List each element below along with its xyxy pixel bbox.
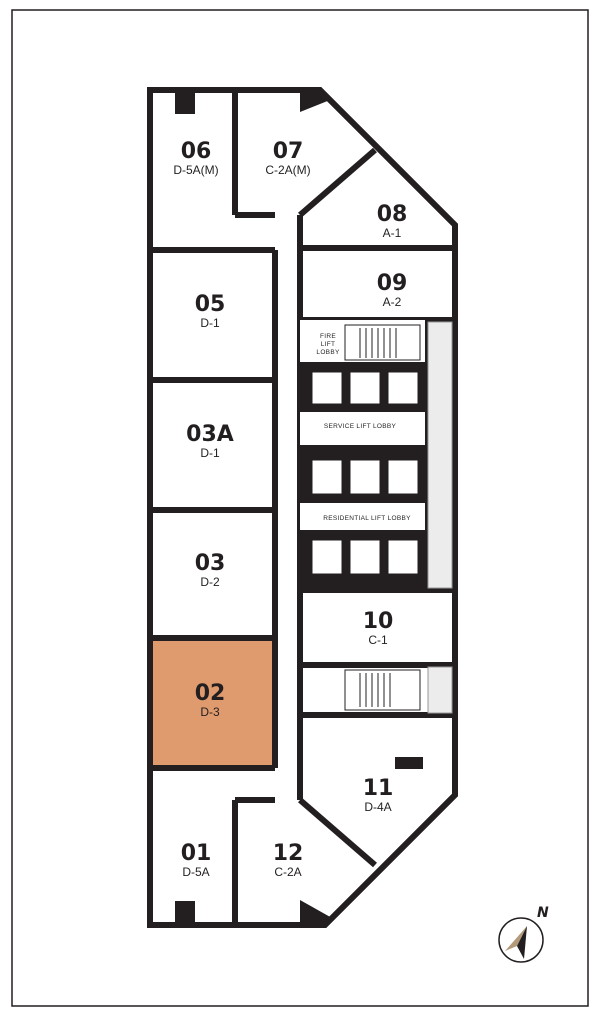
unit-06[interactable] <box>150 90 235 248</box>
fire-lift-lobby-label-2: LIFT <box>321 341 336 348</box>
unit-03a[interactable] <box>150 382 275 508</box>
unit-11-number: 11 <box>363 776 394 801</box>
residential-lift-lobby-label: RESIDENTIAL LIFT LOBBY <box>323 515 411 522</box>
unit-12[interactable] <box>235 800 375 925</box>
unit-01[interactable] <box>150 770 235 925</box>
frame-border <box>11 9 589 1007</box>
unit-07-type: C-2A(M) <box>265 163 310 177</box>
unit-12-type: C-2A <box>274 865 301 879</box>
fire-lift-lobby-label-1: FIRE <box>320 333 336 340</box>
compass-north-label: N <box>537 905 549 921</box>
unit-10[interactable] <box>300 590 455 665</box>
unit-05[interactable] <box>150 252 275 378</box>
unit-08-number: 08 <box>377 202 408 227</box>
fire-lift-lobby-label-3: LOBBY <box>316 349 340 356</box>
units <box>150 90 455 925</box>
unit-09-number: 09 <box>377 271 408 296</box>
unit-01-number: 01 <box>181 841 212 866</box>
unit-10-number: 10 <box>363 609 394 634</box>
unit-08-type: A-1 <box>383 226 402 240</box>
unit-06-type: D-5A(M) <box>173 163 218 177</box>
unit-09[interactable] <box>300 250 455 320</box>
unit-05-number: 05 <box>195 292 226 317</box>
unit-12-number: 12 <box>273 841 304 866</box>
unit-09-type: A-2 <box>383 295 402 309</box>
unit-11[interactable] <box>300 715 455 865</box>
unit-01-type: D-5A <box>182 865 209 879</box>
unit-06-number: 06 <box>181 139 212 164</box>
unit-03-type: D-2 <box>200 575 220 589</box>
unit-05-type: D-1 <box>200 316 220 330</box>
north-arrow-icon: N <box>498 905 549 963</box>
unit-03[interactable] <box>150 512 275 636</box>
unit-02-type: D-3 <box>200 705 220 719</box>
unit-11-type: D-4A <box>364 800 391 814</box>
unit-02-number: 02 <box>195 681 226 706</box>
unit-03a-type: D-1 <box>200 446 220 460</box>
unit-08[interactable] <box>300 150 455 248</box>
unit-07[interactable] <box>235 90 375 215</box>
unit-03-number: 03 <box>195 551 226 576</box>
unit-02[interactable] <box>150 640 275 766</box>
unit-03a-number: 03A <box>186 422 234 447</box>
core <box>300 320 453 714</box>
unit-10-type: C-1 <box>368 633 388 647</box>
service-lift-lobby-label: SERVICE LIFT LOBBY <box>324 423 397 430</box>
unit-07-number: 07 <box>273 139 304 164</box>
